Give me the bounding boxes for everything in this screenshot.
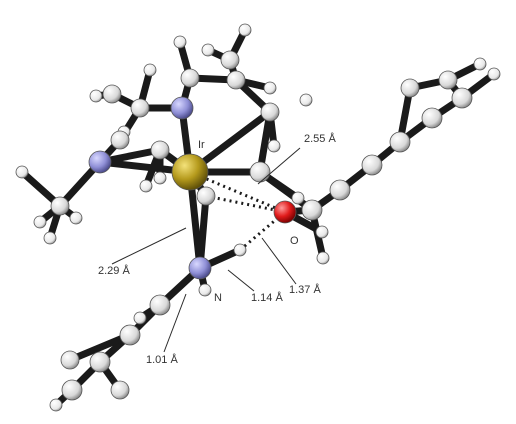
leader-line-4 xyxy=(261,237,297,285)
atom-c23 xyxy=(61,379,83,401)
atom-c12 xyxy=(226,70,246,90)
distance-label-ir-n: 2.29 Å xyxy=(98,264,130,277)
distance-label-n-h-amine: 1.01 Å xyxy=(146,353,178,366)
atom-h12 xyxy=(43,231,57,245)
distance-label-h-o: 1.37 Å xyxy=(289,283,321,296)
atom-h21 xyxy=(133,311,147,325)
bond-c2-n1 xyxy=(196,192,210,272)
atom-c21 xyxy=(119,324,141,346)
atom-h8 xyxy=(233,243,247,257)
atom-c15 xyxy=(150,140,170,160)
atom-label-ir: Ir xyxy=(198,139,205,151)
atom-h7 xyxy=(315,225,329,239)
atom-n2 xyxy=(170,96,194,120)
atom-n1 xyxy=(188,256,212,280)
atom-h24 xyxy=(139,179,153,193)
atom-c22 xyxy=(89,351,111,373)
bond-c21-c25 xyxy=(66,331,134,364)
atom-ir xyxy=(171,153,209,191)
atom-c9 xyxy=(438,70,458,90)
leader-line-1 xyxy=(257,147,301,185)
atom-h23 xyxy=(267,139,281,153)
atom-c24 xyxy=(110,380,130,400)
atom-c5 xyxy=(361,154,383,176)
dotted-interaction-ir-o xyxy=(189,170,286,214)
atom-c17 xyxy=(220,50,240,70)
atom-c4 xyxy=(329,179,351,201)
atom-label-o: O xyxy=(290,235,299,247)
atom-n3 xyxy=(88,150,112,174)
atom-h18 xyxy=(487,67,501,81)
atom-h22 xyxy=(263,81,277,95)
leader-line-3 xyxy=(227,269,255,292)
atom-c1 xyxy=(249,161,271,183)
bond-layer xyxy=(18,26,498,409)
atom-h19 xyxy=(473,57,487,71)
atom-h10 xyxy=(15,165,29,179)
atom-c18 xyxy=(180,68,200,88)
atom-h15 xyxy=(143,63,157,77)
atom-c3 xyxy=(301,199,323,221)
leader-line-5 xyxy=(163,293,187,353)
atom-h3 xyxy=(201,43,215,57)
atom-c20 xyxy=(149,294,171,316)
atom-c25 xyxy=(60,350,80,370)
leader-line-layer xyxy=(111,147,301,353)
atom-h13 xyxy=(69,211,83,225)
atom-label-n: N xyxy=(214,292,222,304)
leader-line-2 xyxy=(111,227,187,265)
atom-c6 xyxy=(389,131,411,153)
atom-c13 xyxy=(130,98,150,118)
atom-c8 xyxy=(451,87,473,109)
atom-h11 xyxy=(33,215,47,229)
distance-label-n-h: 1.14 Å xyxy=(251,291,283,304)
atom-h4 xyxy=(173,35,187,49)
atom-c19 xyxy=(102,84,122,104)
atom-c14 xyxy=(110,130,130,150)
atom-layer xyxy=(15,23,501,412)
atom-h2 xyxy=(238,23,252,37)
atom-c16 xyxy=(50,196,70,216)
atom-c11 xyxy=(260,102,280,122)
atom-h1 xyxy=(299,93,313,107)
atom-h6 xyxy=(316,251,330,265)
distance-label-ir-c: 2.55 Å xyxy=(304,132,336,145)
atom-o xyxy=(273,200,297,224)
atom-h20 xyxy=(49,398,63,412)
atom-c10 xyxy=(400,78,420,98)
atom-h9 xyxy=(198,283,212,297)
atom-h17 xyxy=(153,171,167,185)
dotted-interaction-c2-o xyxy=(205,194,286,214)
atom-c7 xyxy=(421,107,443,129)
atom-h5 xyxy=(291,191,305,205)
atom-c2 xyxy=(196,186,216,206)
atom-h14 xyxy=(89,89,103,103)
